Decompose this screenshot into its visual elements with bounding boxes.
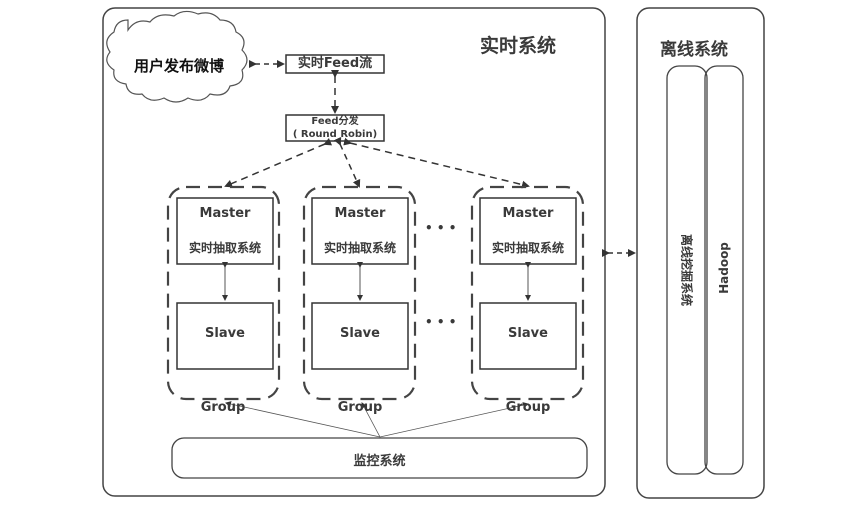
master-sub-label: 实时抽取系统 [491,241,564,255]
slave-label: Slave [340,326,380,341]
monitor-label: 监控系统 [353,454,406,469]
slave-box [176,302,274,370]
feed-dispatch-line2: ( Round Robin) [292,129,378,140]
monitor-group1-line [225,401,381,438]
feed-dispatch-box [285,114,385,142]
slave-label: Slave [205,326,245,341]
offline-mining-label: 离线挖掘系统 [679,233,694,307]
master-sub-label: 实时抽取系统 [323,241,396,255]
ellipsis-lower: • • • [425,315,457,329]
group-label: Group [337,400,383,415]
master-box [479,197,577,265]
master-sub-label: 实时抽取系统 [188,241,261,255]
master-box [311,197,409,265]
offline-mining-column [666,65,708,475]
monitor-group3-line [379,402,529,438]
group-1 [166,185,281,401]
realtime-system-title: 实时系统 [480,35,557,57]
group-2 [302,185,417,401]
slave-box [311,302,409,370]
offline-system-container [636,7,765,499]
user-cloud-label: 用户发布微博 [134,57,225,75]
master-box [176,197,274,265]
dispatch-group1-arrow [224,137,333,188]
dispatch-group3-arrow [343,137,530,189]
monitor-group2-line [361,402,381,438]
master-label: Master [502,206,554,221]
hadoop-label: Hadoop [717,242,731,294]
user-cloud-shape [106,10,248,103]
hadoop-column [704,65,744,475]
offline-system-title: 离线系统 [660,40,728,60]
monitor-box [171,437,588,479]
slave-label: Slave [508,326,548,341]
master-label: Master [199,206,251,221]
master-label: Master [334,206,386,221]
ellipsis-upper: • • • [425,221,457,235]
group-label: Group [200,400,246,415]
slave-box [479,302,577,370]
feed-dispatch-line1: Feed分发 [311,116,359,127]
group-label: Group [505,400,551,415]
feed-stream-label: 实时Feed流 [297,56,373,71]
dispatch-group2-arrow [333,136,361,188]
group-3 [470,185,585,401]
